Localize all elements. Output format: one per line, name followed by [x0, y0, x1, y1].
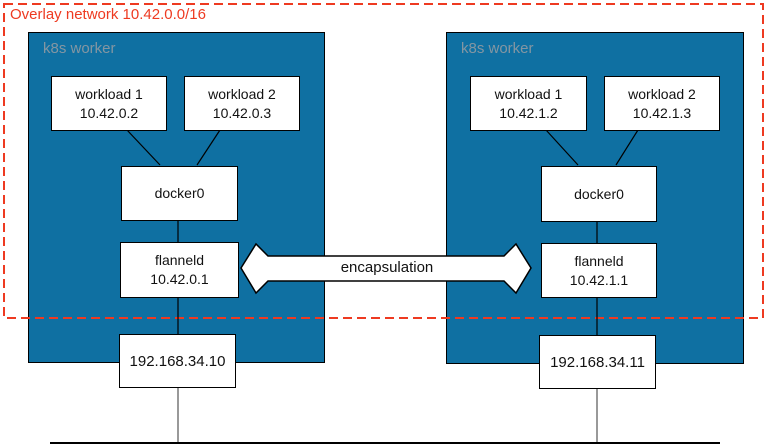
workload-1-box-node1: workload 1 10.42.0.2: [51, 76, 167, 131]
flanneld-box-node2: flanneld 10.42.1.1: [541, 243, 657, 298]
workload-2-box-node2: workload 2 10.42.1.3: [604, 76, 720, 131]
workload-name: workload 1: [494, 85, 563, 102]
worker-node-2-label: k8s worker: [461, 40, 534, 57]
workload-name: workload 2: [628, 85, 696, 102]
bridge-name: docker0: [154, 185, 205, 201]
flannel-ip: 10.42.1.1: [569, 271, 629, 288]
workload-name: workload 1: [75, 85, 143, 102]
link-workload1-docker0-node2: [545, 129, 579, 166]
docker0-bridge-box-node1: docker0: [121, 166, 238, 221]
host-ip: 192.168.34.10: [129, 352, 226, 370]
workload-1-box-node2: workload 1 10.42.1.2: [470, 76, 587, 131]
workload-ip: 10.42.0.3: [212, 104, 272, 121]
worker-node-1: k8s worker workload 1 10.42.0.2 workload…: [28, 32, 325, 363]
host-ip: 192.168.34.11: [550, 353, 645, 371]
flannel-ip: 10.42.0.1: [150, 271, 209, 287]
workload-ip: 10.42.1.2: [499, 104, 558, 121]
workload-ip: 10.42.0.2: [79, 104, 139, 121]
encapsulation-label: encapsulation: [340, 259, 434, 276]
docker0-bridge-box-node2: docker0: [541, 166, 657, 222]
encapsulation-arrow: [240, 242, 532, 295]
flannel-name: flanneld: [574, 252, 624, 269]
worker-node-1-label: k8s worker: [43, 40, 116, 57]
flannel-name: flanneld: [154, 252, 205, 268]
bridge-name: docker0: [574, 185, 624, 202]
host-ip-box-node1: 192.168.34.10: [119, 334, 236, 388]
overlay-network-label: Overlay network 10.42.0.0/16: [10, 6, 206, 23]
link-workload2-docker0-node1: [196, 129, 221, 166]
overlay-network-boundary: [3, 3, 764, 319]
host-ip-box-node2: 192.168.34.11: [539, 335, 656, 389]
link-workload1-docker0-node1: [126, 129, 161, 166]
workload-ip: 10.42.1.3: [632, 104, 692, 121]
flanneld-box-node1: flanneld 10.42.0.1: [120, 242, 239, 298]
workload-2-box-node1: workload 2 10.42.0.3: [184, 76, 300, 131]
workload-name: workload 2: [208, 85, 276, 102]
link-workload2-docker0-node2: [615, 129, 639, 166]
